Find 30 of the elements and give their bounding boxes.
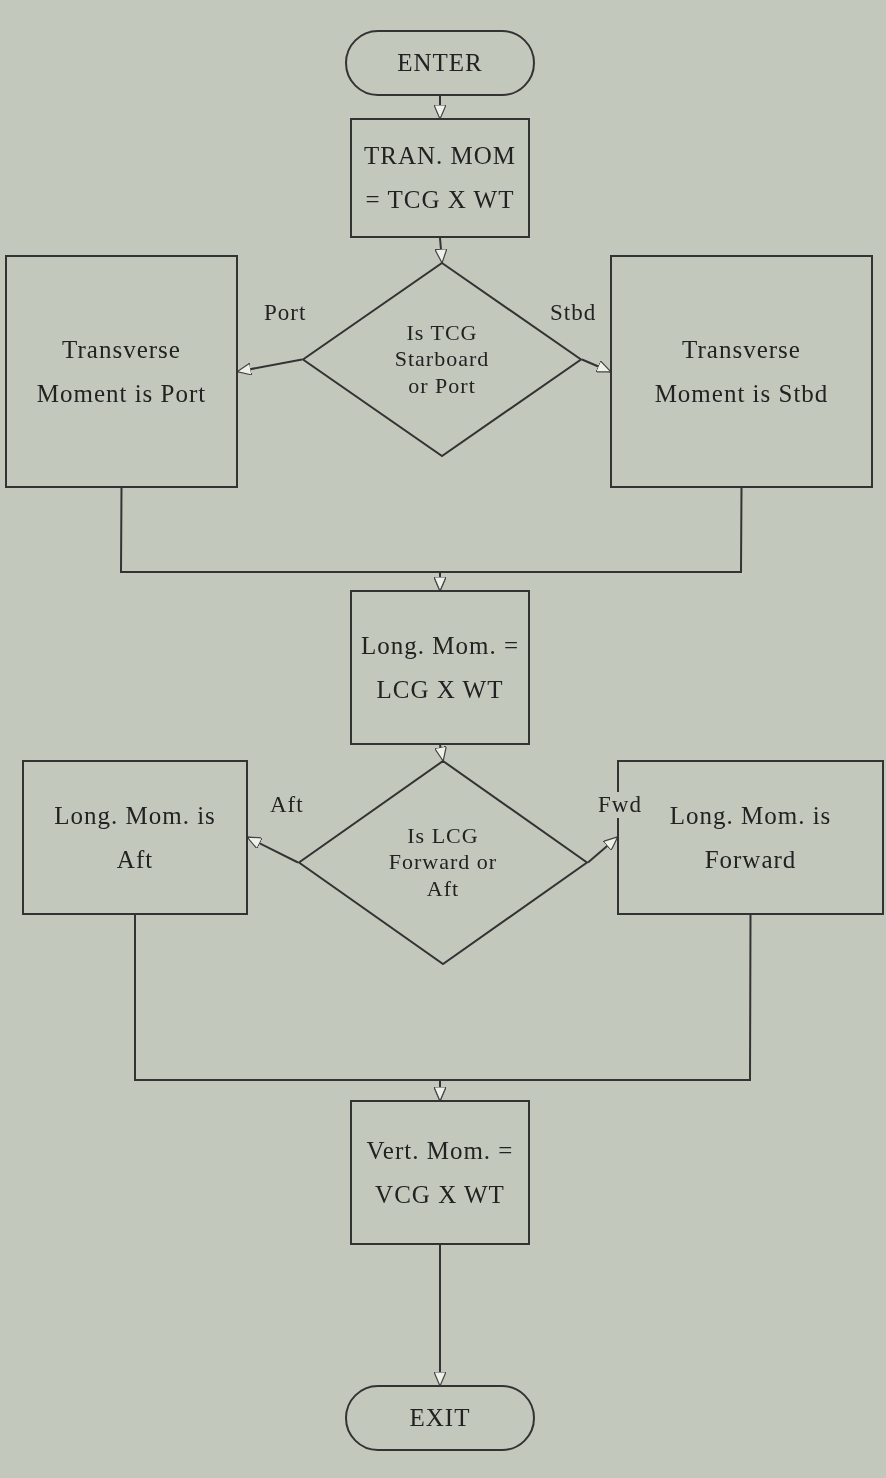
node-text: Transverse Moment is Port xyxy=(35,334,208,409)
node-text: Is TCG Starboard or Port xyxy=(393,319,491,400)
node-text: Is LCG Forward or Aft xyxy=(387,822,499,903)
arrow xyxy=(434,237,448,264)
edge-label: Fwd xyxy=(596,792,644,818)
arrow xyxy=(236,358,303,376)
arrow xyxy=(433,1244,447,1387)
process-box xyxy=(350,590,530,745)
node-text: Long. Mom. is Forward xyxy=(668,800,833,875)
start-terminal xyxy=(345,30,535,96)
process-box xyxy=(610,255,873,488)
node-text: Vert. Mom. = VCG X WT xyxy=(365,1135,515,1210)
node-text: TRAN. MOM = TCG X WT xyxy=(362,141,518,215)
node-text: EXIT xyxy=(409,1403,471,1434)
arrow xyxy=(587,836,619,864)
arrow xyxy=(433,744,447,762)
process-box xyxy=(22,760,248,915)
node-text: Long. Mom. is Aft xyxy=(53,800,217,875)
end-terminal xyxy=(345,1385,535,1451)
arrow xyxy=(246,836,299,864)
arrow xyxy=(433,914,752,1102)
arrow xyxy=(433,487,743,592)
arrow xyxy=(581,358,612,373)
process-box xyxy=(350,118,530,238)
process-box xyxy=(5,255,238,488)
process-box xyxy=(350,1100,530,1245)
node-text: ENTER xyxy=(397,48,483,79)
node-text: Transverse Moment is Stbd xyxy=(653,334,830,409)
arrow xyxy=(433,95,447,120)
node-text: Long. Mom. = LCG X WT xyxy=(359,630,520,705)
